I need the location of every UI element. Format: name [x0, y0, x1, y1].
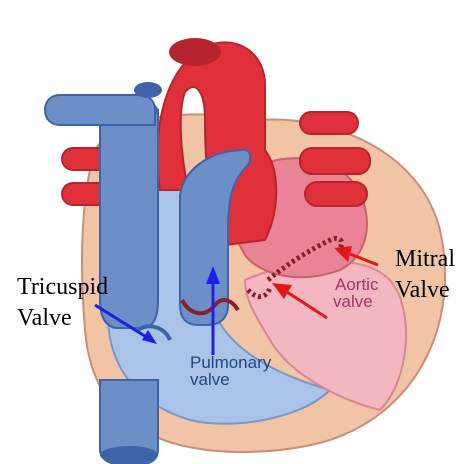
aortic-label-line2: valve [333, 292, 373, 311]
pulmonary-vein-right-1 [300, 148, 370, 174]
pulmonary-artery-opening [134, 82, 162, 98]
pulmonary-artery-branch [45, 95, 155, 125]
mitral-label-line2: Valve [395, 277, 450, 303]
pulmonary-vein-left-3 [300, 112, 358, 134]
tricuspid-label-line1: Tricuspid [17, 274, 108, 300]
tricuspid-label-line2: Valve [17, 305, 72, 331]
inferior-vena-cava-opening [100, 446, 158, 464]
superior-vena-cava [100, 110, 158, 328]
pulmonary-label-line2: valve [190, 370, 230, 389]
pulmonary-vein-right-2 [305, 182, 367, 206]
aorta-top-opening [169, 38, 221, 66]
mitral-label-line1: Mitral [395, 246, 455, 272]
